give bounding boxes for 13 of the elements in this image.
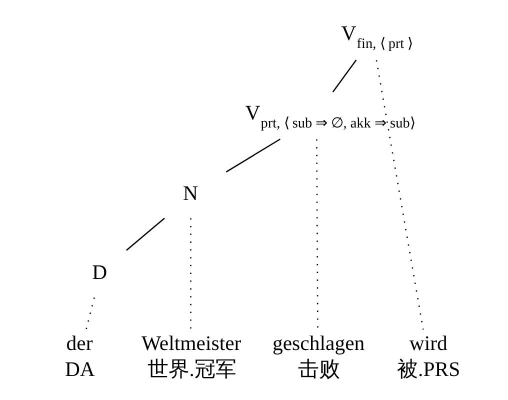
node-text: N: [182, 182, 198, 205]
node-text: der DA: [64, 333, 95, 382]
node-text: V$_{fin, ⟨ prt ⟩}$: [341, 23, 413, 52]
connector: [126, 218, 165, 251]
node-text: V$_{prt, ⟨ sub ⇒ ∅, akk ⇒ sub⟩}$: [245, 102, 415, 132]
node-text: geschlagen 击败: [272, 333, 365, 382]
node-text: Weltmeister 世界.冠军: [141, 333, 242, 382]
connector: [86, 297, 95, 330]
node-text: wird 被.PRS: [397, 333, 460, 382]
connector: [376, 60, 424, 330]
connector: [226, 138, 281, 172]
connector: [332, 60, 357, 92]
node-text: D: [92, 262, 108, 284]
